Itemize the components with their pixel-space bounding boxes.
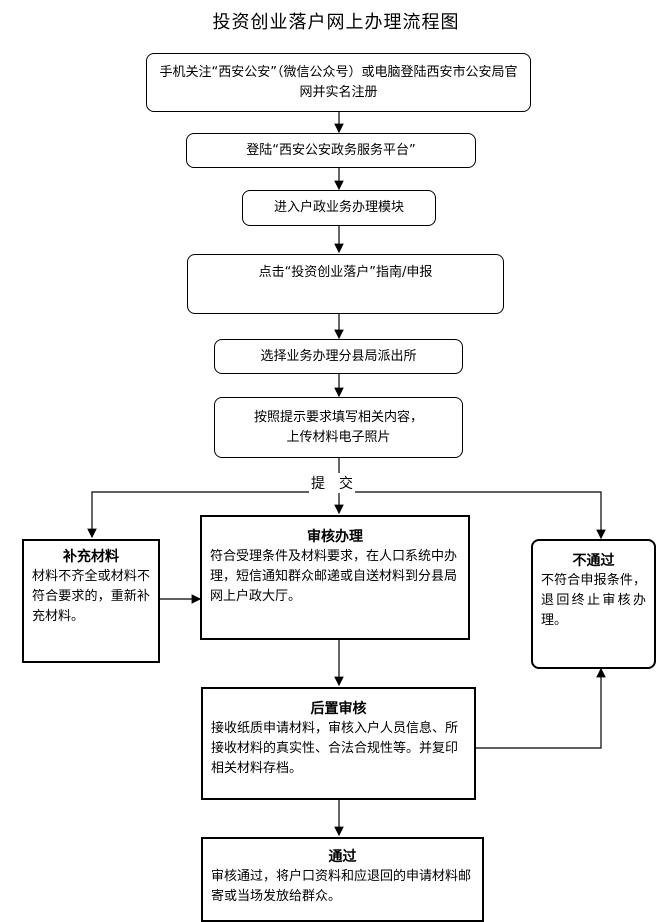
supplement-title: 补充材料 [63, 549, 119, 565]
submit-label: 提 交 [309, 473, 355, 493]
pass-title: 通过 [328, 849, 357, 865]
post-review-body: 接收纸质申请材料，审核入户人员信息、所接收材料的真实性、合法合规性等。并复印相关… [211, 721, 459, 776]
step-register: 手机关注“西安公安”（微信公众号）或电脑登陆西安市公安局官网并实名注册 [146, 53, 531, 112]
review-body: 符合受理条件及材料要求，在人口系统中办理，短信通知群众邮递或自送材料到分县局网上… [210, 549, 458, 604]
review-box: 审核办理 符合受理条件及材料要求，在人口系统中办理，短信通知群众邮递或自送材料到… [200, 515, 470, 640]
reject-body: 不符合申报条件，退回终止审核办理。 [541, 573, 646, 628]
step-login-text: 登陆“西安公安政务服务平台” [246, 142, 416, 158]
reject-box: 不通过 不符合申报条件，退回终止审核办理。 [531, 539, 656, 669]
step-register-text: 手机关注“西安公安”（微信公众号）或电脑登陆西安市公安局官网并实名注册 [159, 64, 518, 100]
review-title: 审核办理 [307, 529, 363, 545]
pass-box: 通过 审核通过，将户口资料和应退回的申请材料邮寄或当场发放给群众。 [201, 837, 484, 922]
step-login: 登陆“西安公安政务服务平台” [186, 133, 476, 168]
step-fill-upload: 按照提示要求填写相关内容， 上传材料电子照片 [214, 397, 463, 458]
step-fill-upload-line1: 按照提示要求填写相关内容， [253, 409, 423, 425]
step-select-station-text: 选择业务办理分县局派出所 [260, 348, 417, 364]
supplement-body: 材料不齐全或材料不符合要求的，重新补充材料。 [32, 569, 150, 624]
reject-title: 不通过 [572, 553, 615, 569]
step-click-guide-text: 点击“投资创业落户”指南/申报 [258, 265, 433, 280]
post-review-box: 后置审核 接收纸质申请材料，审核入户人员信息、所接收材料的真实性、合法合规性等。… [201, 687, 476, 800]
branch-left [87, 491, 339, 539]
pass-body: 审核通过，将户口资料和应退回的申请材料邮寄或当场发放给群众。 [211, 869, 472, 904]
step-module-text: 进入户政业务办理模块 [273, 200, 404, 215]
diagram-title: 投资创业落户网上办理流程图 [212, 12, 460, 33]
supplement-box: 补充材料 材料不齐全或材料不符合要求的，重新补充材料。 [22, 539, 160, 663]
arrow-post-reject [476, 667, 606, 749]
step-select-station: 选择业务办理分县局派出所 [214, 339, 463, 374]
step-click-guide: 点击“投资创业落户”指南/申报 [187, 254, 504, 314]
step-fill-upload-line2: 上传材料电子照片 [286, 429, 391, 445]
post-review-title: 后置审核 [310, 701, 367, 717]
branch-right [339, 491, 606, 540]
step-module: 进入户政业务办理模块 [242, 190, 436, 226]
